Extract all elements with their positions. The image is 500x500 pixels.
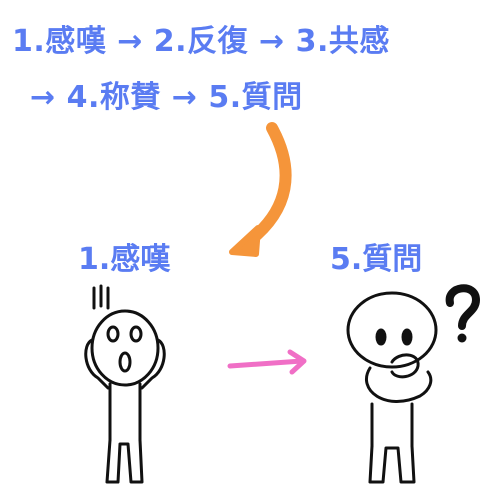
label-question: 5.質問 (330, 242, 423, 277)
curved-arrow-icon (229, 122, 292, 257)
question-mark-icon (445, 284, 481, 343)
surprised-person-icon (84, 284, 166, 484)
label-exclamation: 1.感嘆 (78, 242, 171, 277)
sequence-line-1: 1.感嘆 → 2.反復 → 3.共感 (12, 24, 390, 59)
right-arrow-icon (227, 349, 307, 375)
sequence-line-2: → 4.称賛 → 5.質問 (30, 80, 303, 115)
thinking-person-icon (346, 291, 438, 484)
